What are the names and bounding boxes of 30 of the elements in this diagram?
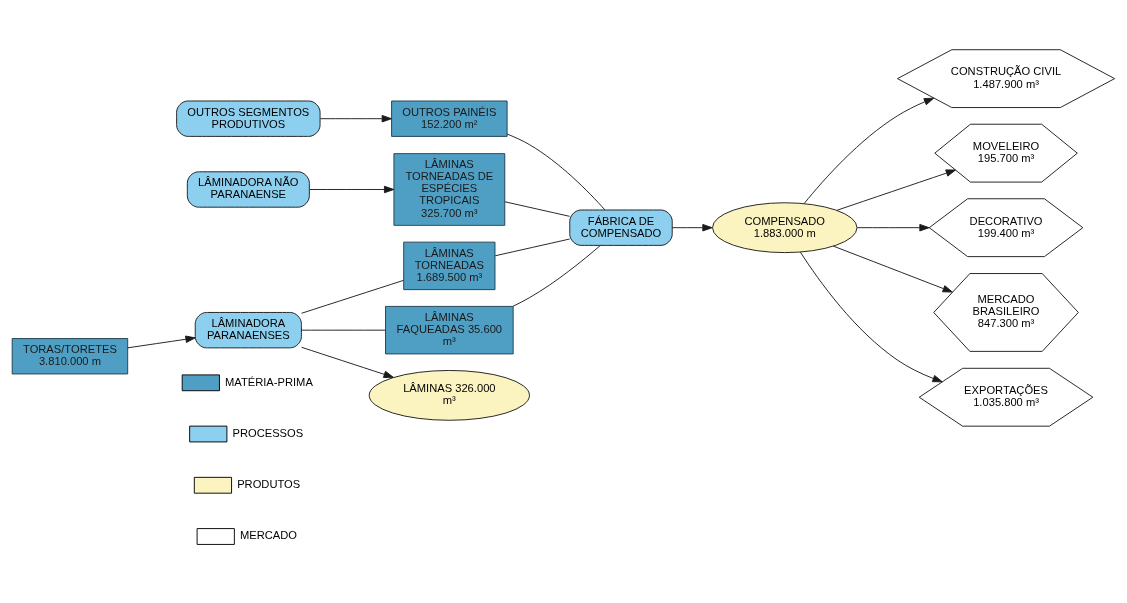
- legend-label: MATÉRIA-PRIMA: [225, 375, 313, 388]
- arrow: [127, 335, 196, 349]
- node-box: LÂMINAS TORNEADAS 1.689.500 m³: [403, 241, 496, 291]
- arrow: [833, 245, 953, 293]
- legend-label: MERCADO: [239, 529, 297, 542]
- connector: [506, 133, 606, 211]
- arrow: [301, 346, 394, 378]
- node-box: LÂMINADORA PARANAENSES: [194, 312, 302, 349]
- arrow: [799, 251, 943, 383]
- connector: [301, 279, 404, 314]
- node-box: OUTROS SEGMENTOS PRODUTIVOS: [176, 100, 321, 137]
- node-ellipse: COMPENSADO 1.883.000 m: [712, 202, 858, 254]
- connector: [512, 244, 601, 307]
- arrow: [856, 223, 930, 232]
- arrow: [671, 223, 713, 232]
- arrow: [803, 97, 935, 204]
- connector: [494, 238, 571, 257]
- connector: [504, 201, 570, 217]
- arrow: [319, 114, 392, 123]
- node-box: LÂMINAS TORNEADAS DE ESPÉCIES TROPICAIS 325.700 m³: [393, 153, 506, 226]
- legend-label: PRODUTOS: [237, 478, 301, 491]
- arrow: [836, 169, 956, 211]
- node-box: TORAS/TORETES 3.810.000 m: [11, 338, 129, 375]
- legend-label: PROCESSOS: [232, 426, 304, 439]
- node-box: LÂMINADORA NÃO PARANAENSE: [186, 171, 310, 208]
- arrow: [309, 185, 395, 194]
- node-box: FÁBRICA DE COMPENSADO: [569, 209, 673, 246]
- connector: [301, 329, 386, 331]
- node-box: OUTROS PAINÉIS 152.200 m²: [391, 100, 508, 137]
- node-box: LÂMINAS FAQUEADAS 35.600 m³: [385, 305, 514, 355]
